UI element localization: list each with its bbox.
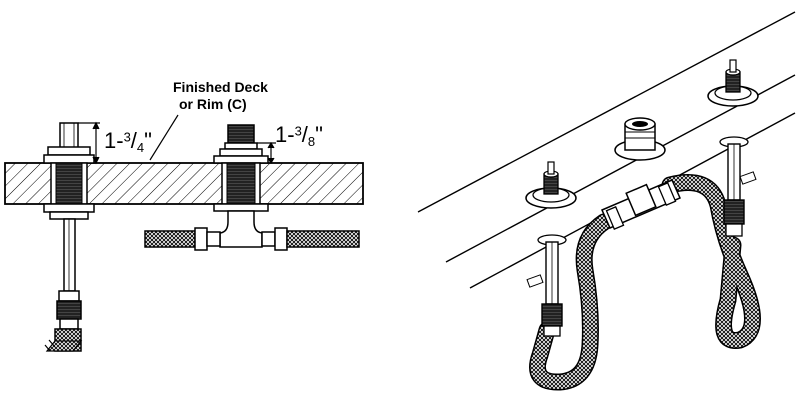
- perspective-view: [417, 11, 796, 391]
- cross-section-view: [4, 114, 364, 352]
- callout-line-2: or Rim (C): [179, 96, 247, 112]
- hose-loops: [529, 174, 761, 391]
- dimension-right-lines: [257, 141, 276, 165]
- dimension-right-whole: 1-: [275, 122, 295, 147]
- right-valve: [144, 124, 360, 251]
- callout-leader-line: [149, 114, 179, 161]
- dimension-right-denominator: 8: [307, 134, 316, 150]
- dimension-left-unit: ": [144, 128, 152, 153]
- deck-edge-top: [417, 11, 796, 213]
- dimension-left-numerator: 3: [123, 129, 131, 145]
- dimension-left-slash: /: [130, 128, 137, 153]
- callout-line-1: Finished Deck: [173, 79, 268, 95]
- dimension-right-numerator: 3: [294, 123, 302, 139]
- dimension-left-label: 1-3/4": [104, 128, 152, 155]
- dimension-right-unit: ": [315, 122, 323, 147]
- dimension-left-whole: 1-: [104, 128, 124, 153]
- right-valve-perspective: [707, 59, 759, 237]
- dimension-right-label: 1-3/8": [275, 122, 323, 149]
- left-valve: [43, 122, 95, 352]
- left-valve-perspective: [525, 161, 577, 337]
- tee-fitting: [601, 179, 681, 231]
- dimension-right-slash: /: [301, 122, 308, 147]
- dimension-left-lines: [78, 121, 100, 165]
- dimension-left-denominator: 4: [136, 140, 145, 156]
- center-spout-perspective: [614, 117, 666, 161]
